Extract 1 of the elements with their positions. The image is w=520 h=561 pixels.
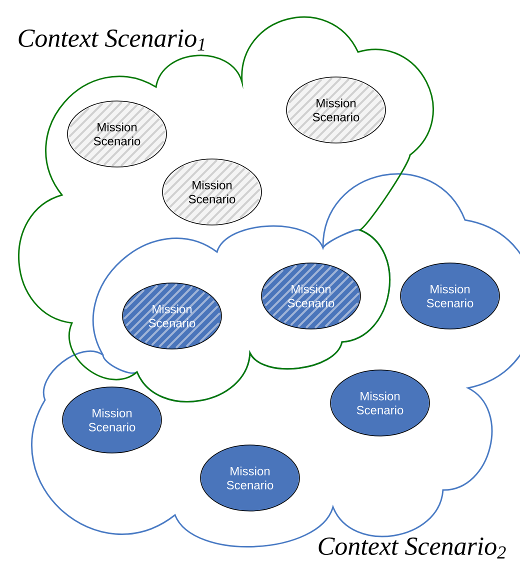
node-label: 2: [497, 546, 506, 558]
